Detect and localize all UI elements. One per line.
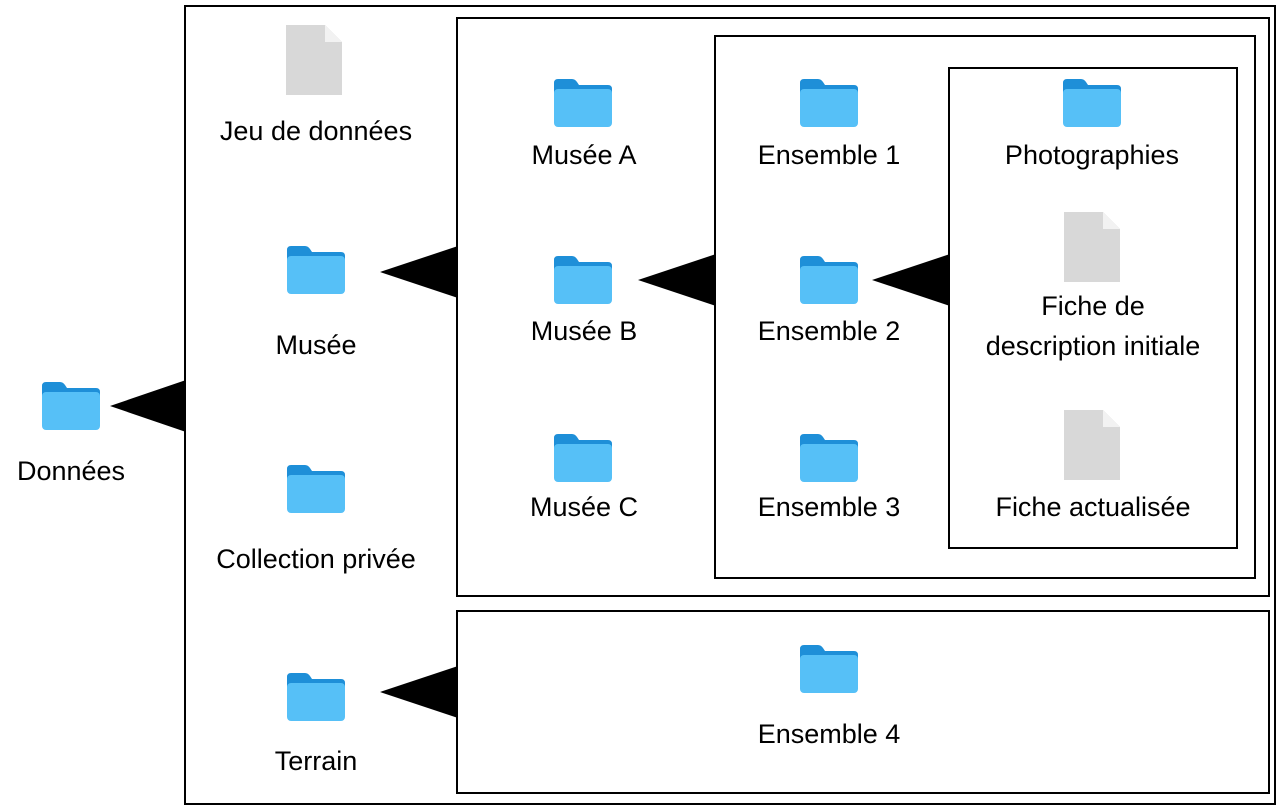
set-2-contents-box [948, 67, 1238, 549]
museum-contents-box [456, 17, 1270, 597]
field-contents-box [456, 610, 1270, 794]
root-expand-arrow [110, 380, 186, 432]
museum-b-folder-label: Musée B [530, 316, 638, 346]
museum-c-folder-label: Musée C [529, 492, 639, 522]
folder-icon [287, 246, 345, 294]
museum-b-contents-box [714, 35, 1256, 579]
folder-icon [287, 465, 345, 513]
folder-icon [554, 434, 612, 482]
field-expand-arrow [380, 666, 458, 718]
set-3-folder-label: Ensemble 3 [757, 492, 901, 522]
folder-icon [287, 673, 345, 721]
folder-icon [800, 645, 858, 693]
folder-icon [554, 256, 612, 304]
museum-expand-arrow [380, 246, 458, 298]
updated-sheet-label: Fiche actualisée [995, 492, 1191, 522]
document-icon [286, 25, 342, 95]
folder-icon [800, 256, 858, 304]
folder-icon [42, 382, 100, 430]
field-folder-label: Terrain [274, 746, 358, 776]
set-2-folder-label: Ensemble 2 [757, 316, 901, 346]
set-2-expand-arrow [872, 254, 950, 306]
initial-description-sheet-label-line1: Fiche de [1041, 291, 1145, 321]
root-folder-label: Données [16, 456, 126, 486]
private-collection-folder-label: Collection privée [216, 544, 416, 574]
set-4-folder-label: Ensemble 4 [757, 719, 901, 749]
set-1-folder-label: Ensemble 1 [757, 140, 901, 170]
document-icon [1064, 212, 1120, 282]
folder-icon [800, 79, 858, 127]
folder-icon [554, 79, 612, 127]
folder-icon [1063, 79, 1121, 127]
document-icon [1064, 410, 1120, 480]
photographs-folder-label: Photographies [1004, 140, 1180, 170]
museum-b-expand-arrow [638, 254, 716, 306]
dataset-file-label: Jeu de données [219, 116, 413, 146]
museum-folder-label: Musée [275, 330, 357, 360]
museum-a-folder-label: Musée A [531, 140, 637, 170]
initial-description-sheet-label-line2: description initiale [985, 331, 1201, 361]
folder-icon [800, 434, 858, 482]
